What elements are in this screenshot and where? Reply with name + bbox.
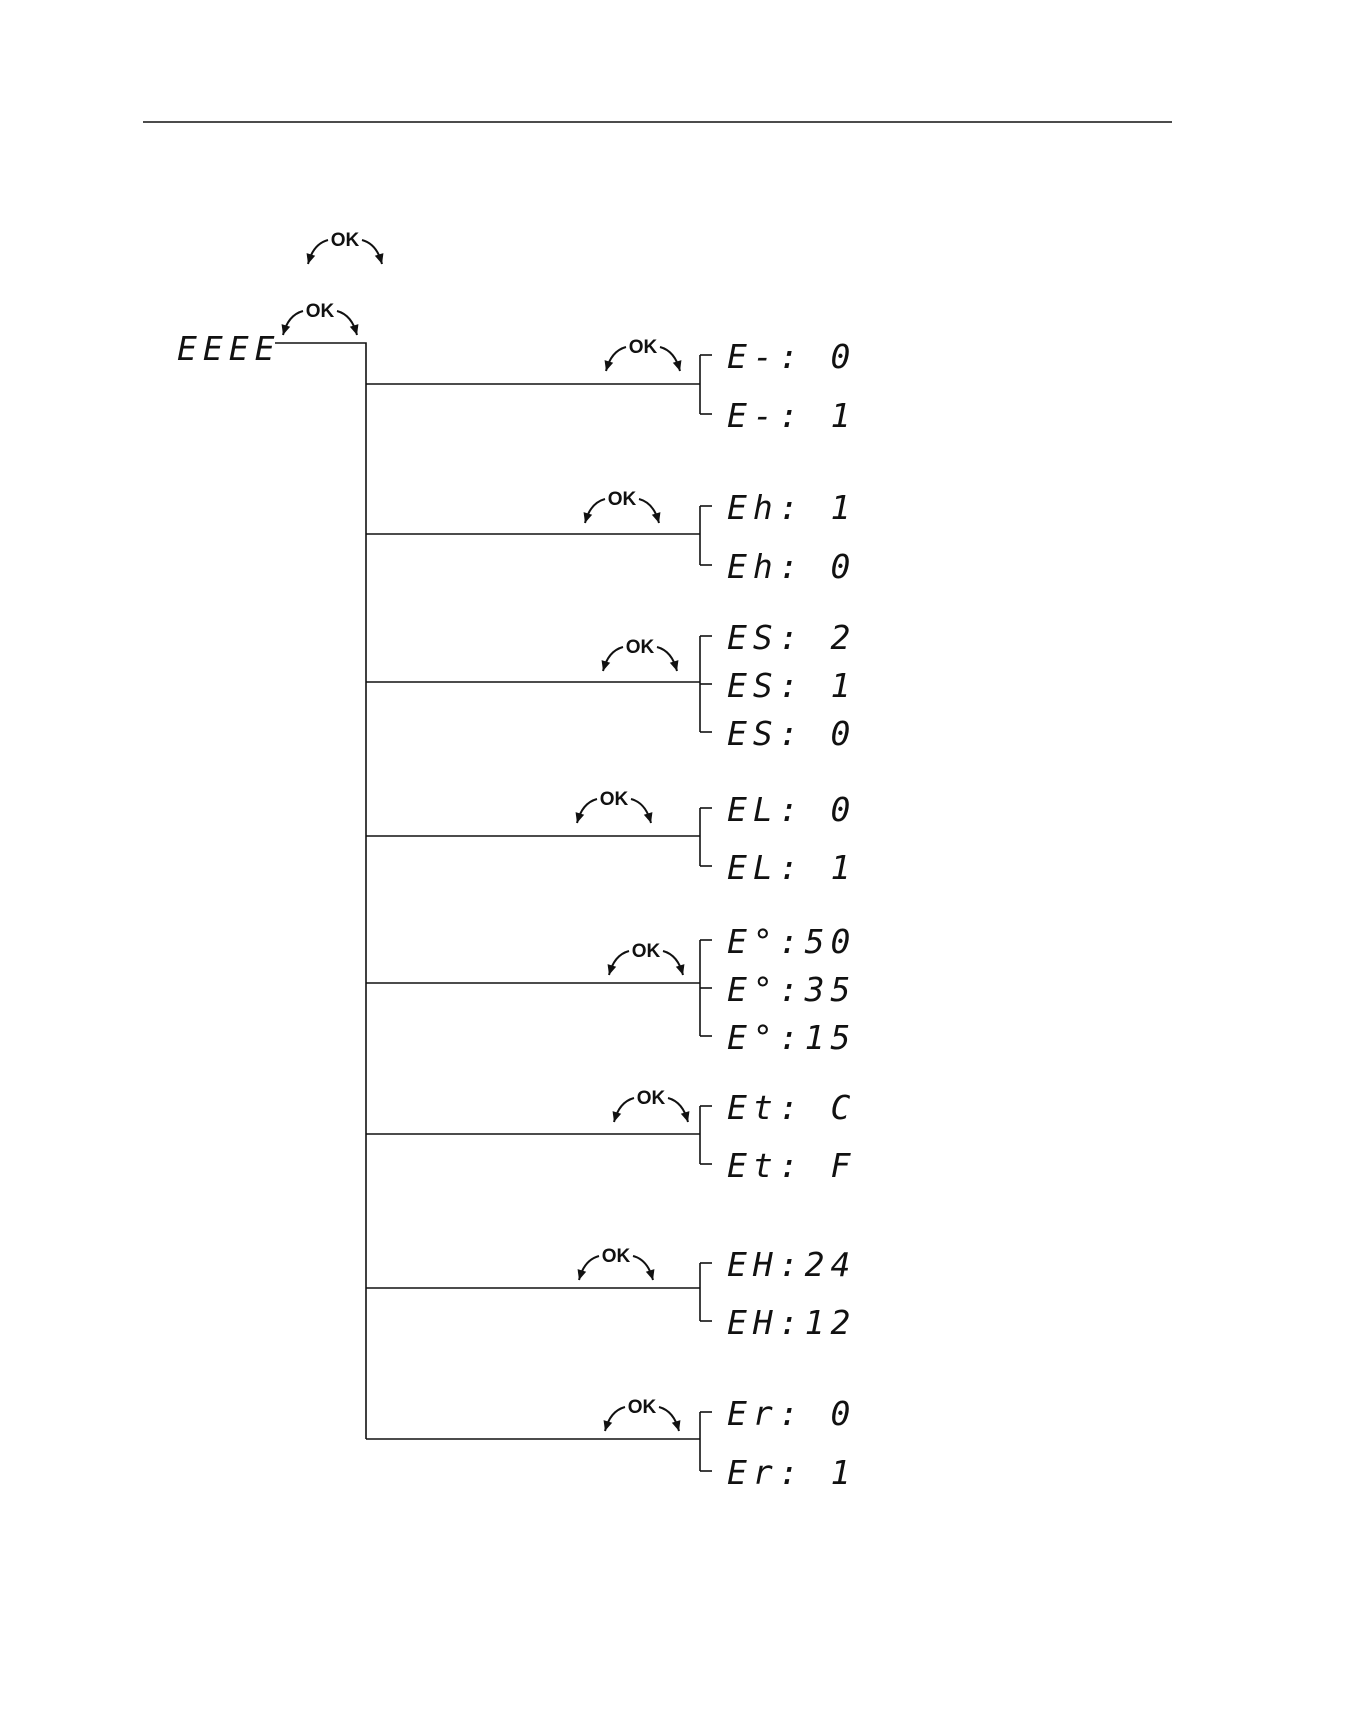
arrowhead: [375, 253, 384, 264]
ok-cycle-icon: OK: [576, 789, 653, 823]
option-display: ES: 1: [727, 666, 856, 705]
option-display: Eh: 0: [727, 547, 856, 586]
branch-1: OK E-: 0 E-: 1: [366, 337, 856, 435]
arrowhead: [576, 812, 585, 823]
arrowhead: [282, 324, 291, 335]
option-display: EL: 1: [727, 848, 856, 887]
ok-cycle-icon: OK: [613, 1088, 690, 1122]
arrowhead: [604, 1420, 613, 1431]
option-display: E-: 1: [727, 396, 856, 435]
arrowhead: [681, 1111, 690, 1122]
ok-label: OK: [331, 230, 360, 251]
ok-label: OK: [626, 637, 655, 658]
ok-cycle-icon: OK: [604, 1397, 681, 1431]
arrowhead: [605, 360, 614, 371]
ok-label: OK: [632, 941, 661, 962]
ok-label: OK: [306, 301, 335, 322]
option-display: E°:50: [727, 922, 856, 961]
option-display: EH:12: [727, 1303, 856, 1342]
ok-cycle-icon: OK: [608, 941, 685, 975]
option-display: E°:15: [727, 1018, 856, 1057]
branch-5: OK E°:50E°:35E°:15: [366, 922, 856, 1057]
option-display: Et: F: [727, 1146, 856, 1185]
arrowhead: [602, 660, 611, 671]
root-display: EEEE: [177, 329, 280, 368]
ok-cycle-icon: OK: [307, 230, 384, 264]
ok-cycle-icon: OK: [602, 637, 679, 671]
arrowhead: [307, 253, 316, 264]
ok-cycle-icon: OK: [584, 489, 661, 523]
arrowhead: [646, 1269, 655, 1280]
option-display: EL: 0: [727, 790, 856, 829]
option-display: Et: C: [727, 1088, 856, 1127]
branch-4: OK EL: 0 EL: 1: [366, 789, 856, 887]
branch-3: OK ES: 2 ES: 1 ES: 0: [366, 618, 856, 753]
option-display: EH:24: [727, 1245, 856, 1284]
ok-label: OK: [608, 489, 637, 510]
arrowhead: [644, 812, 653, 823]
ok-label: OK: [637, 1088, 666, 1109]
branch-6: OK Et: C Et: F: [366, 1088, 856, 1185]
root-connector: [275, 343, 366, 1439]
option-display: Er: 0: [727, 1394, 856, 1433]
option-display: E-: 0: [727, 337, 856, 376]
ok-label: OK: [602, 1246, 631, 1267]
option-display: E°:35: [727, 970, 856, 1009]
arrowhead: [673, 360, 682, 371]
arrowhead: [672, 1420, 681, 1431]
arrowhead: [350, 324, 359, 335]
arrowhead: [652, 512, 661, 523]
ok-cycle-icon: OK: [605, 337, 682, 371]
ok-label: OK: [629, 337, 658, 358]
branch-2: OK Eh: 1 Eh: 0: [366, 488, 856, 586]
option-display: ES: 2: [727, 618, 856, 657]
ok-label: OK: [600, 789, 629, 810]
option-display: ES: 0: [727, 714, 856, 753]
ok-cycle-icon: OK: [282, 301, 359, 335]
ok-label: OK: [628, 1397, 657, 1418]
arrowhead: [670, 660, 679, 671]
arrowhead: [578, 1269, 587, 1280]
branch-8: OK Er: 0 Er: 1: [366, 1394, 856, 1492]
arrowhead: [608, 964, 617, 975]
ok-cycle-icon: OK: [578, 1246, 655, 1280]
option-display: Eh: 1: [727, 488, 856, 527]
arrowhead: [613, 1111, 622, 1122]
arrowhead: [584, 512, 593, 523]
option-display: Er: 1: [727, 1453, 856, 1492]
arrowhead: [676, 964, 685, 975]
